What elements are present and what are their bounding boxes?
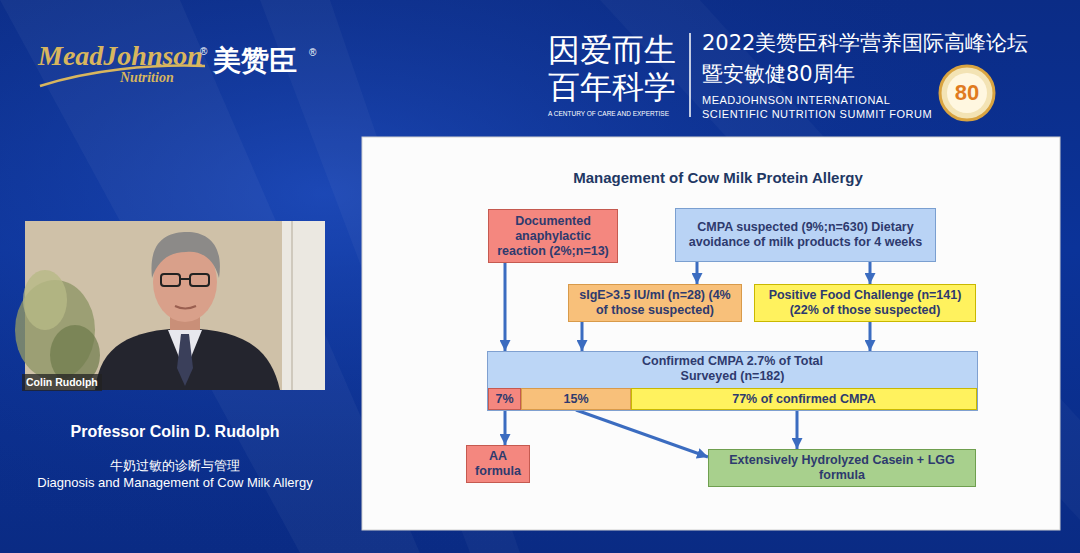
slide-panel bbox=[362, 137, 1060, 530]
hair bbox=[151, 232, 219, 278]
anniversary-badge bbox=[940, 66, 994, 120]
logo-wordmark: MeadJohnson bbox=[38, 40, 203, 72]
registered-mark: ® bbox=[309, 47, 316, 59]
arrow-connector bbox=[504, 263, 507, 351]
arrow-connector bbox=[869, 262, 872, 284]
talk-title-english: Diagnosis and Management of Cow Milk All… bbox=[0, 476, 350, 491]
node-text: 15% bbox=[563, 392, 588, 407]
speaker-name: Professor Colin D. Rudolph bbox=[0, 423, 350, 441]
tie bbox=[177, 334, 193, 386]
forum-title: 2022美赞臣科学营养国际高峰论坛 bbox=[702, 31, 1028, 55]
node-text: Confirmed CMPA 2.7% of Total Surveyed (n… bbox=[613, 354, 853, 384]
registered-mark: ® bbox=[200, 46, 207, 58]
slogan-line: 百年科学 bbox=[548, 69, 676, 106]
formula-box: Extensively Hydrolyzed Casein + LGG form… bbox=[708, 449, 976, 487]
node-text: Documented anaphylactic reaction (2%;n=1… bbox=[494, 214, 612, 259]
node-text: Extensively Hydrolyzed Casein + LGG form… bbox=[714, 453, 970, 483]
sige-box: sIgE>3.5 IU/ml (n=28) (4% of those suspe… bbox=[568, 284, 742, 322]
talk-title-chinese: 牛奶过敏的诊断与管理 bbox=[0, 459, 350, 474]
logo-subtitle: Nutrition bbox=[120, 70, 174, 86]
forum-subtitle: 暨安敏健80周年 bbox=[702, 62, 855, 86]
node-text: 7% bbox=[495, 392, 513, 407]
forum-english: SCIENTIFIC NUTRITION SUMMIT FORUM bbox=[702, 108, 932, 121]
slogan-line: 因爱而生 bbox=[548, 32, 676, 69]
food-challenge-box: Positive Food Challenge (n=141) (22% of … bbox=[754, 284, 976, 322]
forum-english: MEADJOHNSON INTERNATIONAL bbox=[702, 94, 890, 107]
glasses-bridge bbox=[180, 278, 190, 280]
video-name-tag: Colin Rudolph bbox=[26, 376, 98, 388]
arrow-connector bbox=[796, 410, 799, 449]
node-text: AA formula bbox=[472, 449, 524, 479]
share-segment: 77% of confirmed CMPA bbox=[631, 388, 977, 410]
confirmed-box: Confirmed CMPA 2.7% of Total Surveyed (n… bbox=[487, 351, 978, 411]
node-text: 77% of confirmed CMPA bbox=[732, 392, 876, 407]
plant bbox=[23, 270, 67, 330]
formula-box: AA formula bbox=[466, 445, 530, 483]
glasses bbox=[190, 274, 209, 286]
arrow-connector bbox=[576, 410, 708, 457]
header-divider bbox=[689, 33, 691, 117]
speaker-video bbox=[15, 221, 325, 391]
door-line bbox=[291, 221, 293, 390]
glasses bbox=[161, 274, 180, 286]
arrow-connector bbox=[869, 322, 872, 351]
share-segment: 7% bbox=[488, 388, 521, 410]
slogan-tagline: A CENTURY OF CARE AND EXPERTISE bbox=[548, 110, 669, 117]
mouth bbox=[175, 306, 196, 309]
node-text: sIgE>3.5 IU/ml (n=28) (4% of those suspe… bbox=[574, 288, 736, 318]
share-segment: 15% bbox=[521, 388, 631, 410]
node-text: Positive Food Challenge (n=141) (22% of … bbox=[760, 288, 970, 318]
arrow-connector bbox=[504, 410, 507, 445]
name-tag-ground bbox=[22, 374, 102, 391]
logo-chinese: 美赞臣 bbox=[213, 45, 297, 77]
suit bbox=[95, 328, 280, 390]
suspected-box: CMPA suspected (9%;n=630) Dietary avoida… bbox=[675, 208, 936, 262]
arrow-connector bbox=[696, 262, 699, 284]
badge-number: 80 bbox=[945, 80, 989, 105]
door-frame bbox=[282, 221, 325, 390]
node-text: CMPA suspected (9%;n=630) Dietary avoida… bbox=[681, 220, 930, 250]
anaphylaxis-box: Documented anaphylactic reaction (2%;n=1… bbox=[488, 209, 618, 263]
diagram-title: Management of Cow Milk Protein Allergy bbox=[400, 169, 1036, 186]
arrow-connector bbox=[581, 322, 584, 351]
